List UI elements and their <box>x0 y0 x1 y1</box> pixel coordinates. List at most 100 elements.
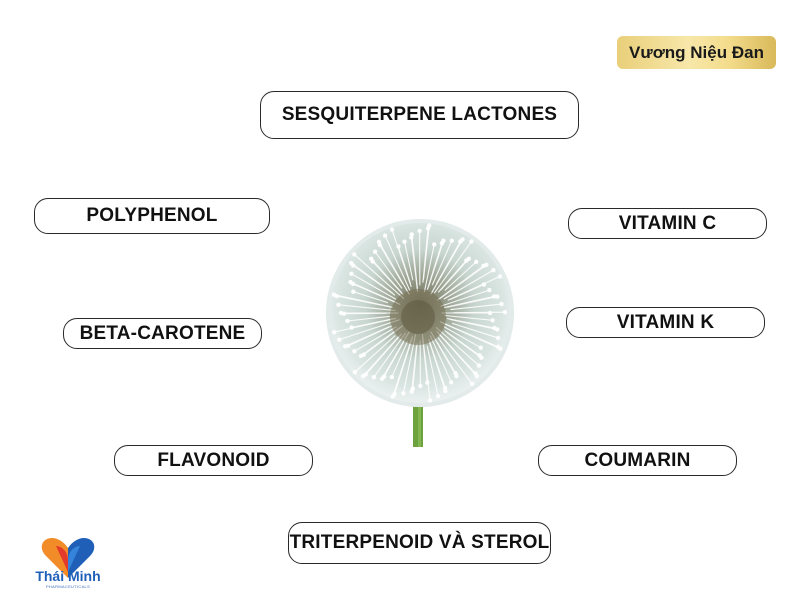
seed-ray <box>428 240 445 287</box>
seed-tuft <box>495 327 500 332</box>
seed-tuft <box>331 292 337 297</box>
seed-tuft <box>487 287 492 293</box>
seed-ray <box>338 319 400 341</box>
seed-tuft <box>338 310 344 316</box>
seed-tuft <box>372 249 378 254</box>
seed-tuft <box>376 239 382 245</box>
seed-tuft <box>476 363 482 368</box>
seed-tuft <box>491 294 497 299</box>
seed-ray <box>350 281 398 304</box>
seed-tuft <box>352 349 357 354</box>
seed-tuft <box>499 301 504 307</box>
seed-ray <box>429 341 446 392</box>
seed-tuft <box>417 228 422 234</box>
seed-tuft <box>336 302 341 308</box>
seed-ray <box>353 253 405 299</box>
seed-ray <box>337 304 396 312</box>
seed-tuft <box>479 355 484 360</box>
seed-ray <box>440 289 490 307</box>
seed-tuft <box>349 260 354 266</box>
seed-tuft <box>474 373 480 379</box>
seed-tuft <box>352 370 358 375</box>
seed-ray <box>350 262 394 294</box>
seed-ray <box>443 326 482 349</box>
seed-tuft <box>349 325 354 330</box>
seed-ray <box>360 327 401 357</box>
seed-tuft <box>484 262 489 268</box>
seed-ray <box>446 332 483 359</box>
seed-tuft <box>427 398 433 403</box>
seed-ray <box>422 337 428 384</box>
seed-ray <box>435 327 480 367</box>
seed-tuft <box>487 310 493 316</box>
seed-tuft <box>454 374 459 379</box>
label-polyphenol: POLYPHENOL <box>34 198 270 234</box>
seed-ray <box>370 258 402 293</box>
seed-ray <box>373 332 406 378</box>
seed-ray <box>442 322 501 350</box>
seed-tuft <box>352 252 357 257</box>
seed-tuft <box>495 335 501 341</box>
seed-ray <box>362 335 400 377</box>
seed-ray <box>429 335 452 383</box>
seed-ray <box>444 261 477 291</box>
seed-ray <box>403 241 414 281</box>
seed-tuft <box>441 238 446 243</box>
seed-tuft <box>481 282 487 287</box>
seed-tuft <box>418 383 423 389</box>
seed-tuft <box>469 381 475 387</box>
seed-ray <box>350 318 394 329</box>
seed-tuft <box>390 394 396 399</box>
seed-tuft <box>491 267 496 273</box>
seed-tuft <box>382 233 388 238</box>
seed-ray <box>411 233 418 289</box>
seed-ray <box>423 243 435 293</box>
seed-ray <box>444 314 494 321</box>
seed-ray <box>443 269 494 300</box>
seed-ray <box>353 326 397 352</box>
seed-tuft <box>497 274 503 279</box>
label-vitamin-k: VITAMIN K <box>566 307 765 338</box>
seed-tuft <box>466 256 472 261</box>
seed-tuft <box>409 232 414 237</box>
seed-tuft <box>345 318 350 324</box>
seed-ray <box>430 331 458 377</box>
seed-ray <box>434 241 472 294</box>
logo-name: Thái Minh <box>35 568 101 584</box>
seed-tuft <box>331 329 337 335</box>
seed-ray <box>440 258 470 291</box>
seed-ray <box>346 315 390 322</box>
seed-tuft <box>351 289 356 294</box>
seed-tuft <box>498 346 503 351</box>
seed-ray <box>450 283 485 300</box>
seed-ray <box>392 339 412 398</box>
seed-ray <box>446 296 498 308</box>
seed-ray <box>449 318 498 330</box>
label-flavonoid: FLAVONOID <box>114 445 313 476</box>
seed-ray <box>374 251 403 289</box>
seed-tuft <box>337 337 342 342</box>
seed-ray <box>431 240 453 286</box>
seed-tuft <box>425 380 430 385</box>
seed-tuft <box>478 345 483 350</box>
seed-tuft <box>342 344 348 349</box>
seed-tuft <box>348 279 353 285</box>
seed-tuft <box>349 271 354 277</box>
seed-ray <box>438 333 478 377</box>
seed-tuft <box>401 391 406 396</box>
seed-tuft <box>396 244 401 249</box>
seed-ray <box>426 345 439 397</box>
seed-ray <box>451 322 499 339</box>
seed-ray <box>354 335 396 373</box>
seed-ray <box>453 311 506 314</box>
seed-tuft <box>389 227 395 232</box>
seed-tuft <box>469 239 474 244</box>
seed-ray <box>437 337 473 385</box>
seed-tuft <box>443 388 448 394</box>
seed-ray <box>391 340 409 378</box>
seed-ray <box>439 264 487 299</box>
seed-tuft <box>409 389 414 394</box>
seed-tuft <box>435 393 441 399</box>
seed-tuft <box>368 256 374 261</box>
seed-ray <box>378 241 410 295</box>
